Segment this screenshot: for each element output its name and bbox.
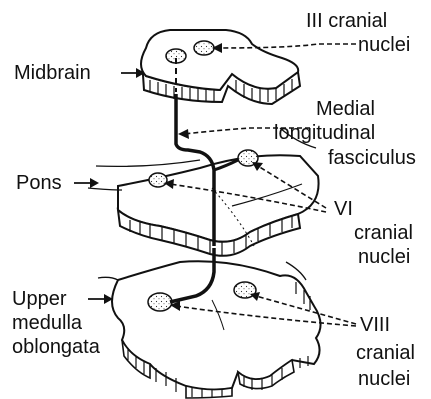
label-iii-cranial: III cranial: [306, 10, 387, 33]
label-upper-medulla-line2: medulla: [12, 312, 82, 335]
label-vi-line2: cranial: [354, 222, 413, 245]
label-vi-line3: nuclei: [358, 246, 410, 269]
label-pons: Pons: [16, 172, 62, 195]
label-midbrain: Midbrain: [14, 62, 91, 85]
label-vi-line1: VI: [334, 198, 353, 221]
label-viii-line2: cranial: [356, 342, 415, 365]
label-iii-nuclei: nuclei: [358, 34, 410, 57]
vi-nucleus-left: [149, 173, 167, 187]
label-mlf-line2: longitudinal: [274, 122, 375, 145]
label-mlf-line3: fasciculus: [328, 147, 416, 170]
label-viii-line1: VIII: [360, 314, 390, 337]
midbrain-section: [141, 30, 300, 104]
label-mlf-line1: Medial: [316, 98, 375, 121]
pons-section: [118, 155, 319, 256]
medulla-section: [98, 261, 321, 398]
label-upper-medulla-line3: oblongata: [12, 336, 100, 359]
label-viii-line3: nuclei: [358, 368, 410, 391]
label-upper-medulla-line1: Upper: [12, 288, 66, 311]
iii-nucleus-right: [194, 41, 214, 55]
viii-nucleus-left: [148, 293, 172, 311]
